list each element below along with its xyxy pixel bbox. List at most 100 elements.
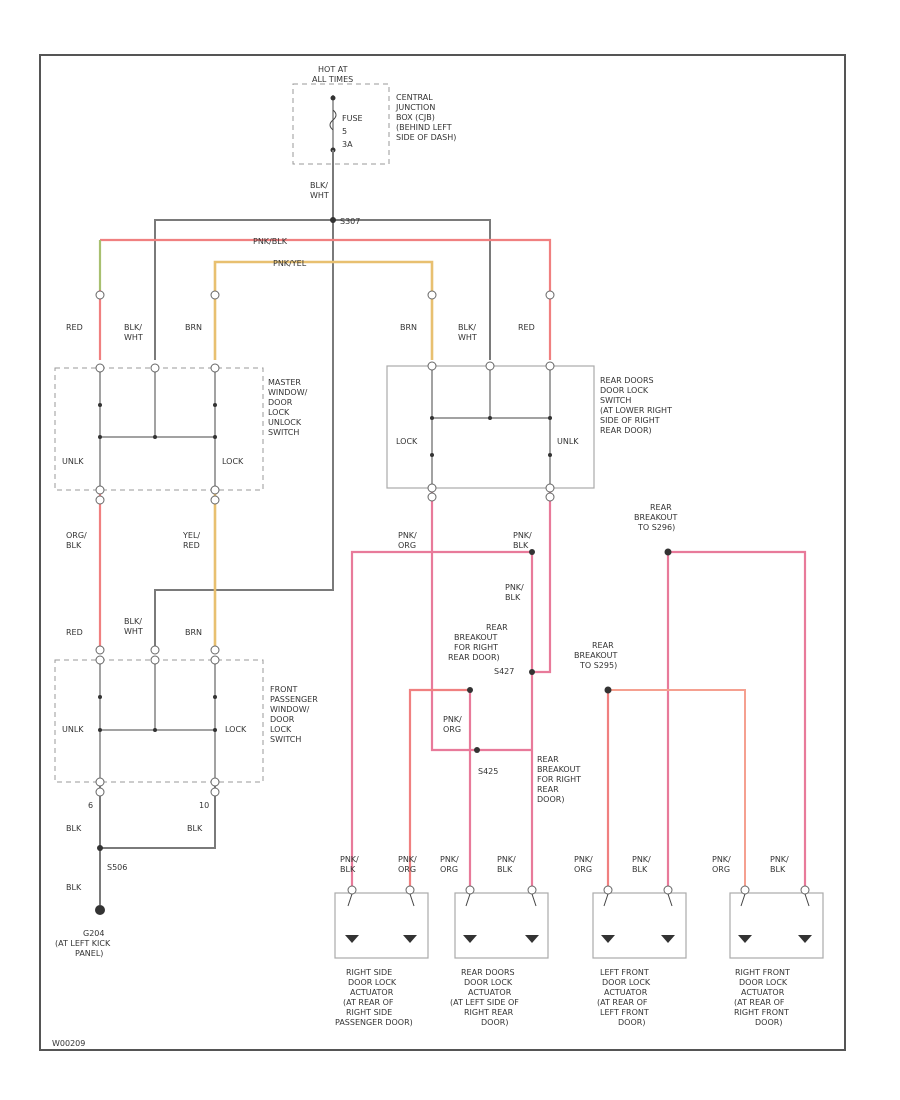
master-wire-brn: BRN: [185, 323, 202, 332]
rear-label-4: (AT LOWER RIGHT: [600, 406, 672, 415]
master-wire-red: RED: [66, 323, 83, 332]
fuse-number: 5: [342, 127, 347, 136]
svg-text:(AT REAR OF: (AT REAR OF: [343, 998, 394, 1007]
rear-out-left-1: PNK/: [398, 531, 417, 540]
cjb-label-4: (BEHIND LEFT: [396, 123, 452, 132]
master-wire-blkwht-2: WHT: [124, 333, 143, 342]
actuator-4-box: [729, 892, 824, 959]
front-wire-red: RED: [66, 628, 83, 637]
master-lock-label: LOCK: [222, 457, 244, 466]
ground-wire-label: BLK: [66, 883, 82, 892]
diagram-code: W00209: [52, 1039, 85, 1048]
master-label-2: WINDOW/: [268, 388, 308, 397]
breakout-upper-4: REAR DOOR): [448, 653, 500, 662]
wire-label-blkwht-2: WHT: [310, 191, 329, 200]
svg-text:ORG: ORG: [440, 865, 458, 874]
wire-pnkblk-rear: [532, 490, 552, 674]
svg-text:ACTUATOR: ACTUATOR: [468, 988, 512, 997]
splice-s428: [467, 687, 473, 693]
rear-label-1: REAR DOORS: [600, 376, 654, 385]
rear-out-right-1: PNK/: [513, 531, 532, 540]
actuator-2-box: [454, 892, 549, 959]
actuator-1-box: [334, 892, 429, 959]
svg-text:BLK: BLK: [340, 865, 356, 874]
actuator-3-motor-icon: [601, 935, 615, 943]
svg-text:PNK/: PNK/: [632, 855, 651, 864]
svg-text:PNK/: PNK/: [770, 855, 789, 864]
splice-s426: [529, 549, 535, 555]
actuator-left-front: PNK/ ORG PNK/ BLK LEFT FRONT DOOR LOCK A…: [574, 855, 687, 1027]
wire-label-pnkblk: PNK/BLK: [253, 237, 288, 246]
breakout-s295-2: BREAKOUT: [574, 651, 618, 660]
svg-text:DOOR): DOOR): [481, 1018, 508, 1027]
svg-text:BLK: BLK: [632, 865, 648, 874]
wire-label-blkwht-1: BLK/: [310, 181, 328, 190]
breakout-lower-4: REAR: [537, 785, 559, 794]
svg-text:ORG: ORG: [712, 865, 730, 874]
front-label-1: FRONT: [270, 685, 297, 694]
front-unlock-label: UNLK: [62, 725, 84, 734]
actuators: PNK/ BLK PNK/ ORG RIGHT SIDE DOOR LOCK A…: [334, 855, 824, 1027]
breakout-s295-1: REAR: [592, 641, 614, 650]
cjb-label-5: SIDE OF DASH): [396, 133, 456, 142]
wire-pnkorg-rear: [430, 490, 532, 752]
rear-out-left-2: ORG: [398, 541, 416, 550]
master-label-3: DOOR: [268, 398, 293, 407]
front-switch-box: [54, 659, 264, 783]
svg-text:ACTUATOR: ACTUATOR: [741, 988, 785, 997]
fuse-label: FUSE: [342, 114, 363, 123]
svg-text:RIGHT SIDE: RIGHT SIDE: [346, 1008, 392, 1017]
fuse-title-1: HOT AT: [318, 65, 348, 74]
front-pin-right: 10: [199, 801, 209, 810]
svg-text:PNK/: PNK/: [712, 855, 731, 864]
front-label-5: LOCK: [270, 725, 292, 734]
rear-label-3: SWITCH: [600, 396, 631, 405]
pnkblk-mid-1: PNK/: [505, 583, 524, 592]
master-label-1: MASTER: [268, 378, 301, 387]
rear-doors-switch: BRN BLK/ WHT RED LOCK UNLK REAR DOORS DO…: [386, 323, 672, 550]
splice-s427: [529, 669, 535, 675]
splice-s295: [604, 686, 612, 694]
wire-pnkyel: [213, 260, 434, 360]
actuator-4-motor-icon: [738, 935, 752, 943]
master-out-right-2: RED: [183, 541, 200, 550]
cjb-label-1: CENTRAL: [396, 93, 433, 102]
fuse-icon: [329, 109, 337, 131]
wires: [98, 150, 807, 905]
front-label-6: SWITCH: [270, 735, 301, 744]
splice-s506: [97, 845, 103, 851]
svg-text:ORG: ORG: [398, 865, 416, 874]
rear-lock-label: LOCK: [396, 437, 418, 446]
wire-blkwht-trunk: [154, 150, 334, 650]
svg-text:DOOR LOCK: DOOR LOCK: [739, 978, 788, 987]
front-lock-label: LOCK: [225, 725, 247, 734]
svg-text:DOOR LOCK: DOOR LOCK: [348, 978, 397, 987]
breakout-s296-3: TO S296): [637, 523, 675, 532]
label-s425: S425: [478, 767, 498, 776]
diagram-frame: [39, 54, 846, 1051]
wire-blkwht-s307: [154, 219, 491, 360]
splice-s296: [664, 548, 672, 556]
svg-text:ORG: ORG: [574, 865, 592, 874]
front-label-3: WINDOW/: [270, 705, 310, 714]
rear-label-2: DOOR LOCK: [600, 386, 649, 395]
svg-text:PNK/: PNK/: [440, 855, 459, 864]
master-wire-blkwht-1: BLK/: [124, 323, 142, 332]
svg-text:DOOR): DOOR): [755, 1018, 782, 1027]
svg-text:ACTUATOR: ACTUATOR: [350, 988, 394, 997]
rear-wire-red: RED: [518, 323, 535, 332]
front-wire-blkwht-1: BLK/: [124, 617, 142, 626]
rear-out-right-2: BLK: [513, 541, 529, 550]
fuse-top-terminal: [330, 95, 336, 101]
master-out-left-2: BLK: [66, 541, 82, 550]
breakout-lower-2: BREAKOUT: [537, 765, 581, 774]
svg-text:PASSENGER DOOR): PASSENGER DOOR): [335, 1018, 413, 1027]
ground-label-1: G204: [83, 929, 104, 938]
rear-label-5: SIDE OF RIGHT: [600, 416, 660, 425]
svg-text:DOOR LOCK: DOOR LOCK: [602, 978, 651, 987]
wire-pnkorg-s427: [408, 688, 470, 888]
breakout-upper-1: REAR: [486, 623, 508, 632]
master-label-5: UNLOCK: [268, 418, 302, 427]
svg-text:BLK: BLK: [770, 865, 786, 874]
